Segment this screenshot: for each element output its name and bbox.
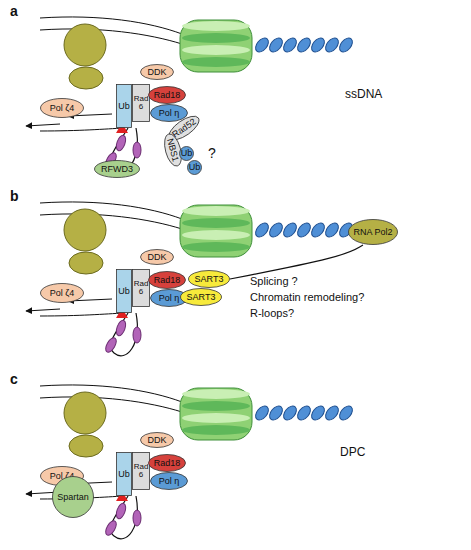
node-label: Rad18 xyxy=(154,276,181,285)
pcna-clamp: Ub xyxy=(116,84,132,128)
pcna-clamp: Ub xyxy=(116,452,132,496)
node-label: DDK xyxy=(147,436,166,445)
rad6-protein: Rad 6 xyxy=(132,84,150,122)
node-shape xyxy=(53,477,94,518)
rad18-protein: Rad18 xyxy=(148,454,186,472)
node-shape xyxy=(349,220,398,245)
polymerase-eta: Pol η xyxy=(150,104,188,122)
rad6-protein: Rad 6 xyxy=(132,452,150,490)
ddk-kinase: DDK xyxy=(140,432,174,448)
ddk-kinase: DDK xyxy=(140,249,174,265)
node-shape xyxy=(117,453,132,496)
rad6-protein: Rad 6 xyxy=(132,269,150,307)
panel-letter: b xyxy=(10,189,19,203)
polymerase-zeta: Pol ζ4 xyxy=(40,283,84,303)
node-label: Pol ζ4 xyxy=(50,289,74,298)
panel-letter: c xyxy=(10,372,18,386)
rfwd3-protein: RFWD3 xyxy=(94,160,140,178)
node-shape xyxy=(141,250,174,265)
node-label: Rad 6 xyxy=(132,463,150,479)
fork-panel-a xyxy=(26,17,355,171)
node-label: Rad 6 xyxy=(132,280,150,296)
node-shape xyxy=(151,473,188,490)
rad18-protein: Rad18 xyxy=(148,86,186,104)
node-shape xyxy=(141,433,174,448)
polymerase-eta: Pol η xyxy=(150,472,188,490)
polymerase-zeta: Pol ζ4 xyxy=(40,98,84,118)
node-label: Pol η xyxy=(159,109,180,118)
node-label: Ub xyxy=(118,470,130,479)
node-shape xyxy=(117,85,132,128)
node-label: RFWD3 xyxy=(101,165,133,174)
node-label: Pol η xyxy=(159,477,180,486)
ubiquitin-circle: Ub xyxy=(187,160,202,175)
node-label: Ub xyxy=(181,149,193,158)
node-shape xyxy=(149,87,186,104)
node-shape xyxy=(189,271,230,288)
fork-panel-c xyxy=(26,385,355,539)
node-shape xyxy=(95,161,140,178)
context-label: ssDNA xyxy=(345,88,382,100)
tether-line xyxy=(230,245,363,279)
ddk-kinase: DDK xyxy=(140,64,174,80)
node-shape xyxy=(188,161,202,175)
node-label: DDK xyxy=(147,253,166,262)
context-label: DPC xyxy=(340,446,365,458)
node-shape xyxy=(117,270,132,313)
ubiquitin-circle: Ub xyxy=(179,146,194,161)
note-text: Splicing ? xyxy=(250,276,298,287)
node-shape xyxy=(41,99,84,118)
node-label: Pol ζ4 xyxy=(50,104,74,113)
node-label: Spartan xyxy=(57,493,89,502)
note-text: Chromatin remodeling? xyxy=(250,292,364,303)
node-label: Rad18 xyxy=(154,91,181,100)
panel-letter: a xyxy=(10,4,18,18)
node-shape xyxy=(149,455,186,472)
note-text: R-loops? xyxy=(250,308,294,319)
node-label: Ub xyxy=(118,102,130,111)
node-label: SART3 xyxy=(195,275,224,284)
node-shape xyxy=(41,284,84,303)
node-label: RNA Pol2 xyxy=(353,228,392,237)
rad18-protein: Rad18 xyxy=(148,271,186,289)
pcna-clamp: Ub xyxy=(116,269,132,313)
node-shape xyxy=(181,289,222,306)
node-shape xyxy=(133,270,150,307)
spartan-protease: Spartan xyxy=(52,476,94,518)
node-label: Rad18 xyxy=(154,459,181,468)
node-shape xyxy=(133,453,150,490)
sart3-protein: SART3 xyxy=(188,270,230,288)
node-label: Ub xyxy=(189,163,201,172)
node-shape xyxy=(149,272,186,289)
node-shape xyxy=(151,105,188,122)
node-label: Pol η xyxy=(159,294,180,303)
sart3-protein: SART3 xyxy=(180,288,222,306)
node-label: SART3 xyxy=(187,293,216,302)
fork-panel-b xyxy=(26,202,355,356)
node-label: Ub xyxy=(118,287,130,296)
question-mark: ? xyxy=(208,146,216,160)
node-shape xyxy=(180,147,194,161)
node-label: Rad 6 xyxy=(132,95,150,111)
node-label: DDK xyxy=(147,68,166,77)
node-shape xyxy=(133,85,150,122)
node-shape xyxy=(141,65,174,80)
rna-polymerase: RNA Pol2 xyxy=(348,219,398,245)
